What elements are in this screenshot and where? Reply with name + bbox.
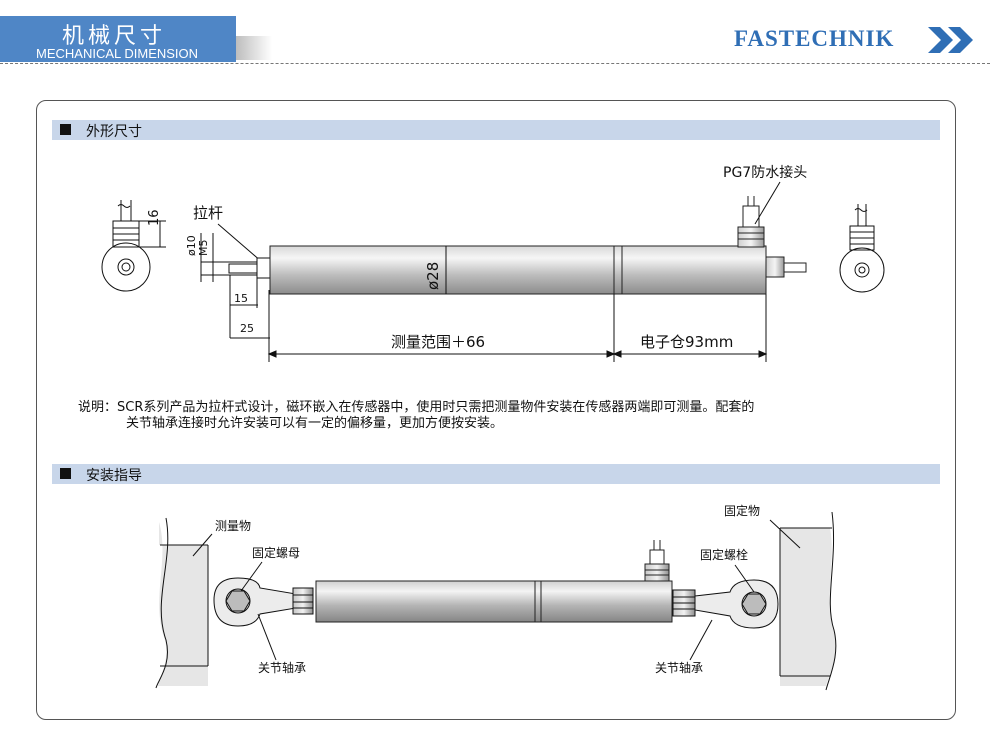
outline-drawing: 16 拉杆 ø10 M5 15 25 (101, 164, 885, 362)
dim-m5: M5 (197, 240, 210, 257)
bullet-square-icon (60, 124, 71, 135)
header-subtitle: MECHANICAL DIMENSION (36, 46, 199, 61)
section-title: 外形尺寸 (86, 124, 142, 140)
joint-bearing-left-label: 关节轴承 (258, 660, 306, 675)
dim-15: 15 (234, 292, 248, 305)
description-line-1: 说明：SCR系列产品为拉杆式设计，磁环嵌入在传感器中，使用时只需把测量物件安装在… (78, 400, 755, 415)
dim-d28: ø28 (424, 262, 442, 290)
electronics-label: 电子仓93mm (640, 333, 733, 351)
fixed-nut-label: 固定螺母 (252, 545, 300, 560)
section-header-outline: 外形尺寸 (52, 120, 940, 140)
left-end-eye (101, 242, 151, 292)
content-panel (36, 100, 956, 720)
bullet-square-icon (60, 468, 71, 479)
header-divider (0, 63, 990, 64)
header-shadow (236, 36, 272, 60)
range-label: 测量范围＋66 (391, 333, 485, 351)
brand-logo: FASTECHNIK (734, 26, 895, 51)
pull-rod-label: 拉杆 (193, 204, 223, 222)
measured-object-wall (158, 522, 208, 686)
description-line-2: 关节轴承连接时允许安装可以有一定的偏移量，更加方便按安装。 (126, 416, 504, 431)
measured-object-label: 测量物 (215, 519, 251, 533)
sensor-body (269, 245, 767, 295)
fixed-bolt-label: 固定螺栓 (700, 547, 748, 562)
right-end-eye (839, 247, 885, 293)
chevron-right-icon (928, 27, 973, 53)
fixed-object-wall (780, 528, 836, 686)
description: 说明：SCR系列产品为拉杆式设计，磁环嵌入在传感器中，使用时只需把测量物件安装在… (78, 400, 754, 432)
dim-d10: ø10 (185, 235, 198, 256)
sensor-body (315, 580, 673, 623)
fixed-object-label: 固定物 (724, 503, 760, 518)
header-title: 机械尺寸 (62, 24, 167, 49)
connector-label: PG7防水接头 (723, 164, 807, 181)
dim-25: 25 (240, 322, 254, 335)
section-header-install: 安装指导 (52, 464, 940, 484)
dim-16: 16 (147, 209, 162, 226)
header-title-box (0, 16, 236, 62)
joint-bearing-right-label: 关节轴承 (655, 660, 703, 675)
section-title: 安装指导 (86, 468, 142, 484)
